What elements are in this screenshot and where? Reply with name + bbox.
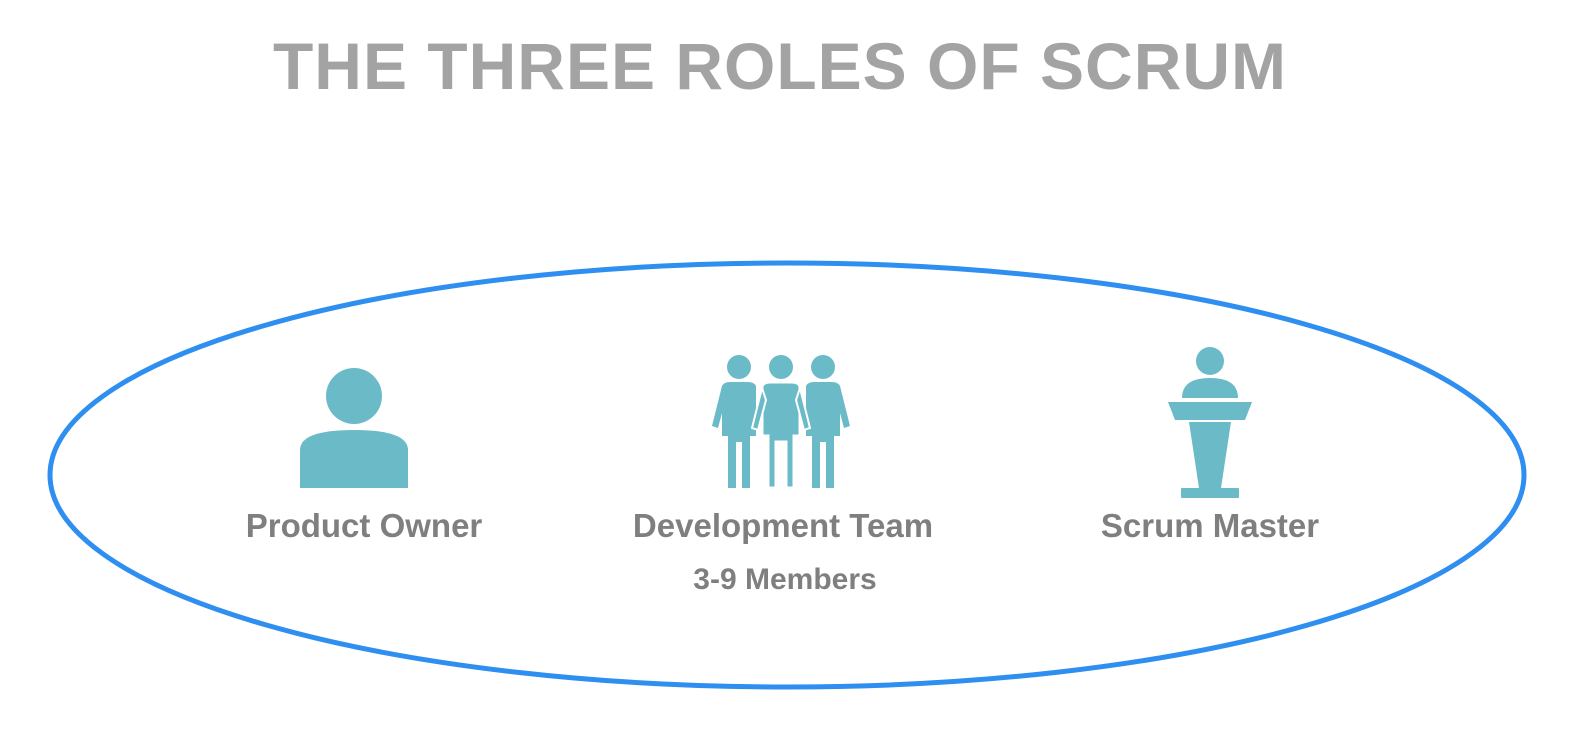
role-label-product-owner: Product Owner bbox=[245, 507, 483, 544]
oval-outline bbox=[47, 260, 1527, 690]
speaker-podium-icon bbox=[1168, 347, 1252, 498]
person-icon bbox=[300, 368, 408, 488]
team-size-label: 3-9 Members bbox=[693, 563, 877, 596]
team-icon bbox=[712, 355, 850, 490]
slide-title: THE THREE ROLES OF SCRUM bbox=[272, 29, 1288, 103]
role-label-development-team: Development Team bbox=[632, 507, 934, 544]
role-label-scrum-master: Scrum Master bbox=[1100, 507, 1320, 544]
